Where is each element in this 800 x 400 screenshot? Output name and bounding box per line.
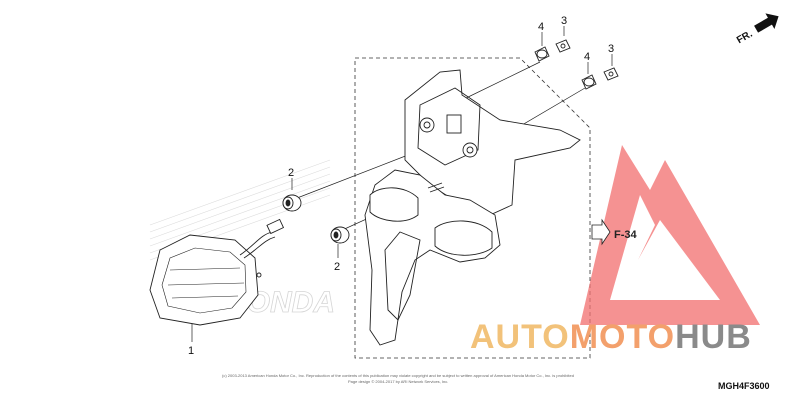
front-direction-indicator: FR. [735, 13, 779, 47]
collar-lower [581, 74, 597, 90]
nut-lower [603, 67, 619, 81]
front-arrow-icon [754, 13, 779, 33]
rear-fender-bracket [364, 69, 581, 346]
assembly-boundary [354, 57, 591, 359]
front-direction-label: FR. [735, 29, 755, 47]
tail-light-assembly [149, 218, 285, 326]
callout-1: 1 [188, 345, 194, 357]
nut-upper [555, 39, 571, 53]
automotohub-watermark: AUTOMOTOHUB [470, 145, 760, 356]
copyright-line-2: Page design © 2004-2017 by ARI Network S… [348, 379, 448, 384]
callout-2-lower: 2 [334, 261, 340, 273]
callout-4-upper: 4 [538, 21, 544, 33]
reference-f34: F-34 [591, 218, 638, 246]
reference-arrow-icon [591, 218, 611, 246]
collar-upper [534, 46, 550, 62]
callout-3-upper: 3 [561, 15, 567, 27]
callout-2-upper: 2 [288, 167, 294, 179]
reference-label: F-34 [614, 229, 638, 241]
copyright-line-1: (c) 2003-2013 American Honda Motor Co., … [222, 373, 574, 378]
watermark-part-moto: MOTO [570, 318, 675, 356]
diagram-code: MGH4F3600 [718, 381, 770, 391]
callout-4-lower: 4 [584, 51, 590, 63]
watermark-part-hub: HUB [675, 318, 752, 356]
grommet-upper [282, 194, 302, 212]
watermark-text: AUTOMOTOHUB [470, 318, 752, 356]
callout-3-lower: 3 [608, 43, 614, 55]
watermark-triangle-logo [580, 145, 760, 325]
watermark-part-auto: AUTO [470, 318, 570, 356]
grommet-lower [330, 226, 350, 244]
